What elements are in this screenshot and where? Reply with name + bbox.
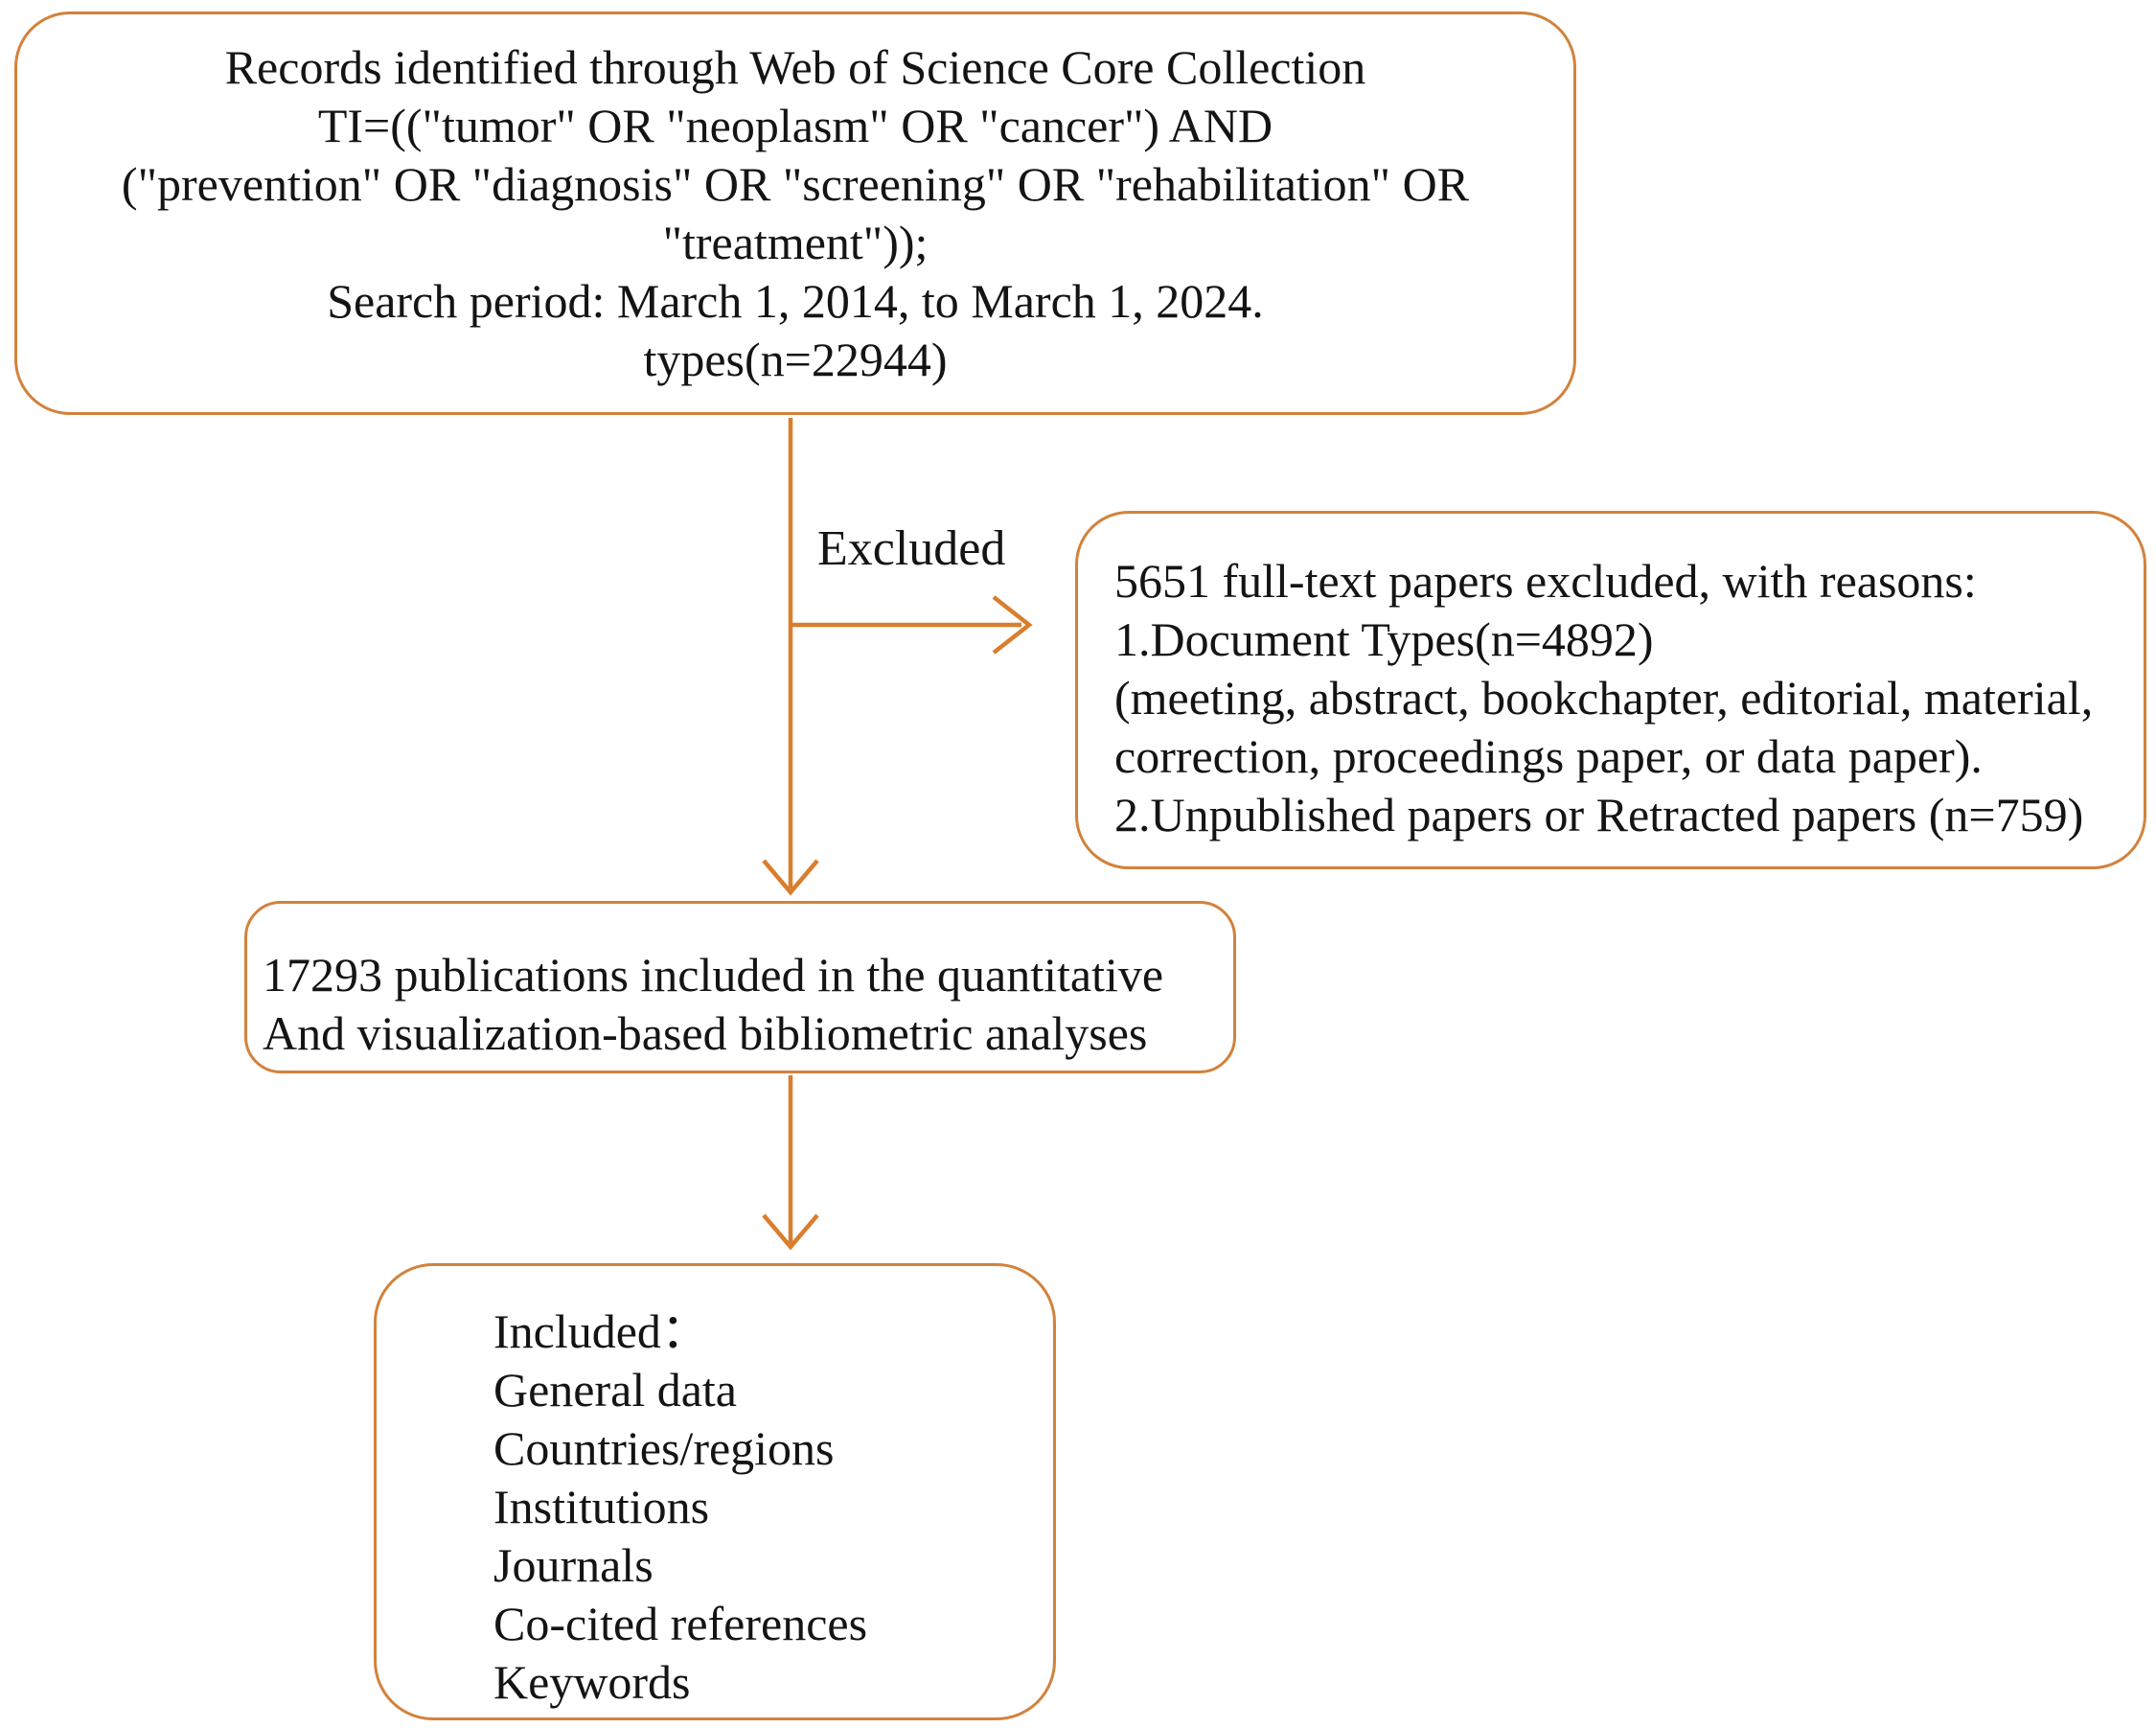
- arrow-records-to-analyses: [762, 418, 819, 896]
- arrow-excluded-branch: [792, 595, 1033, 655]
- records-box: Records identified through Web of Scienc…: [14, 12, 1576, 415]
- included-line: Countries/regions: [493, 1421, 835, 1475]
- included-line: Institutions: [493, 1480, 710, 1533]
- excluded-line: correction, proceedings paper, or data p…: [1114, 729, 1983, 783]
- excluded-reasons-box: 5651 full-text papers excluded, with rea…: [1075, 511, 2146, 869]
- included-items-box: Included： General data Countries/regions…: [374, 1263, 1056, 1720]
- included-line: Included：: [493, 1304, 709, 1358]
- excluded-line: 5651 full-text papers excluded, with rea…: [1114, 554, 1977, 608]
- analyses-line: And visualization-based bibliometric ana…: [263, 1006, 1148, 1060]
- included-line: General data: [493, 1363, 738, 1417]
- excluded-line: (meeting, abstract, bookchapter, editori…: [1114, 671, 2094, 725]
- analyses-line: 17293 publications included in the quant…: [263, 948, 1164, 1002]
- records-line: "treatment"));: [662, 215, 929, 269]
- arrow-analyses-to-included: [762, 1075, 819, 1251]
- included-line: Journals: [493, 1538, 654, 1592]
- included-line: Co-cited references: [493, 1597, 868, 1650]
- included-line: Keywords: [493, 1655, 691, 1709]
- records-line: Records identified through Web of Scienc…: [224, 39, 1366, 94]
- excluded-line: 1.Document Types(n=4892): [1114, 612, 1654, 666]
- records-line: TI=(("tumor" OR "neoplasm" OR "cancer") …: [317, 98, 1273, 152]
- records-line: ("prevention" OR "diagnosis" OR "screeni…: [121, 156, 1470, 211]
- records-line: types(n=22944): [643, 332, 948, 386]
- excluded-arrow-label: Excluded: [817, 521, 1006, 576]
- analyses-box: 17293 publications included in the quant…: [244, 901, 1236, 1073]
- records-line: Search period: March 1, 2014, to March 1…: [327, 273, 1264, 328]
- excluded-line: 2.Unpublished papers or Retracted papers…: [1114, 788, 2084, 841]
